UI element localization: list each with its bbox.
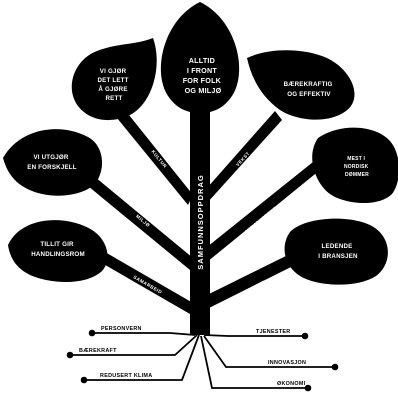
leaf-shape-tillit-gir [8,220,108,283]
leaf-text-alltid-i-front: ALLTID I FRONT FOR FOLK OG MILJØ [183,56,224,95]
root-dot-redusert-klima [80,376,88,384]
root-line-tjenester [203,334,305,337]
branch-vekst [207,111,282,203]
leaf-shape-vi-gjor-det-lett [71,38,157,121]
branch-kultur [117,110,193,205]
root-label-redusert-klima: REDUSERT KLIMA [100,373,152,379]
branch-kvalitet [207,249,305,309]
root-dot-innovasjon [331,363,339,371]
branch-miljo [88,177,193,270]
leaf-shape-alltid-i-front [160,2,240,113]
trunk-label: SAMFUNNSOPPDRAG [196,174,205,269]
root-label-innovasjon: INNOVASJON [268,360,306,366]
branch-samarbeid [100,252,193,314]
leaf-labels: ALLTID I FRONT FOR FOLK OG MILJØ VI GJØR… [27,56,370,260]
root-label-tjenester: TJENESTER [256,329,290,335]
root-labels: PERSONVERN BÆREKRAFT REDUSERT KLIMA TJEN… [79,326,306,387]
leaf-text-tillit-gir: TILLIT GIR HANDLINGSROM [31,241,85,258]
leaves [3,2,398,285]
leaf-shape-ledende-i-bransjen [284,218,388,285]
root-dot-tjenester [301,332,309,340]
leaf-text-vi-utgjor: VI UTGJØR EN FORSKJELL [27,154,77,171]
root-label-okonomi: ØKONOMI [277,381,306,387]
root-line-okonomi [200,335,308,389]
leaf-shape-vi-utgjor [3,129,103,196]
leaf-text-vi-gjor-det-lett: VI GJØR DET LETT Å GJØRE RETT [97,68,130,102]
root-line-baerekraft [70,334,198,356]
root-label-baerekraft: BÆREKRAFT [79,348,117,354]
root-label-personvern: PERSONVERN [101,326,142,332]
tree-trunk [190,112,210,335]
branch-mulighetene [207,162,320,262]
root-line-innovasjon [203,335,335,368]
trunk-and-branches [88,110,320,335]
leaf-shape-baerekraftig [247,50,355,120]
root-dot-baerekraft [66,351,74,359]
root-end-dots [66,329,339,392]
root-line-personvern [92,332,196,336]
root-dot-personvern [88,329,96,337]
root-line-redusert-klima [84,334,200,381]
leaf-text-baerekraftig: BÆREKRAFTIG OG EFFEKTIV [284,81,335,98]
leaf-text-ledende-i-bransjen: LEDENDE I BRANSJEN [318,243,358,260]
root-dot-okonomi [304,384,312,392]
leaf-text-mest-i-nordisk: MEST I NORDISK DØMMER [344,156,370,178]
leaf-shape-mest-i-nordisk [312,127,398,204]
roots [70,332,335,389]
